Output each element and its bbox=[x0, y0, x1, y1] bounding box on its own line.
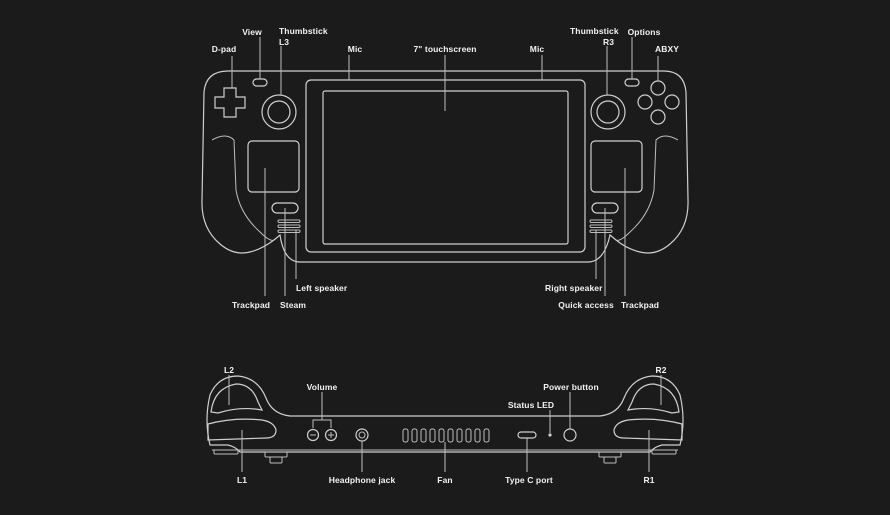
top-callout-lines bbox=[228, 375, 662, 472]
label-trackpad-right: Trackpad bbox=[620, 300, 660, 310]
label-r1: R1 bbox=[643, 475, 655, 485]
left-stick-nub bbox=[264, 451, 288, 458]
label-thumbstick-r3: Thumbstick R3 bbox=[570, 26, 619, 48]
right-thumbstick-inner bbox=[596, 100, 620, 124]
label-type-c-port: Type C port bbox=[505, 475, 553, 485]
right-stick-nub bbox=[598, 451, 622, 458]
left-thumbstick-inner bbox=[267, 100, 291, 124]
volume-down-shape bbox=[306, 428, 320, 442]
label-touchscreen: 7" touchscreen bbox=[413, 44, 477, 54]
top-body-outline bbox=[206, 375, 684, 453]
label-l1: L1 bbox=[236, 475, 248, 485]
label-fan: Fan bbox=[437, 475, 453, 485]
fan-vents bbox=[402, 428, 490, 443]
r2-trigger-shape bbox=[626, 383, 680, 414]
left-grip-contour bbox=[211, 135, 275, 241]
label-volume: Volume bbox=[306, 382, 338, 392]
label-thumbstick-l3-line2: L3 bbox=[279, 37, 290, 47]
label-mic-left: Mic bbox=[347, 44, 363, 54]
label-trackpad-left: Trackpad bbox=[231, 300, 271, 310]
left-stick-nub-base bbox=[269, 456, 283, 464]
type-c-port-shape bbox=[517, 431, 537, 439]
label-view: View bbox=[242, 27, 262, 37]
label-quick-access: Quick access bbox=[558, 300, 614, 310]
right-speaker-grille bbox=[589, 219, 613, 233]
label-mic-right: Mic bbox=[529, 44, 545, 54]
device-body-outline bbox=[201, 70, 689, 263]
label-thumbstick-r3-line2: R3 bbox=[603, 37, 615, 47]
label-thumbstick-r3-line1: Thumbstick bbox=[570, 26, 619, 36]
label-thumbstick-l3-line1: Thumbstick bbox=[279, 26, 328, 36]
touchscreen-panel bbox=[322, 90, 569, 245]
label-power-button: Power button bbox=[543, 382, 599, 392]
label-l2: L2 bbox=[223, 365, 235, 375]
right-stick-nub-base bbox=[603, 456, 617, 464]
label-r2: R2 bbox=[655, 365, 667, 375]
r1-bumper-shape bbox=[613, 418, 683, 441]
l1-bumper-shape bbox=[207, 418, 277, 441]
label-left-speaker: Left speaker bbox=[296, 283, 348, 293]
left-speaker-grille bbox=[277, 219, 301, 233]
button-x-shape bbox=[637, 94, 653, 110]
front-view bbox=[201, 37, 689, 296]
power-button-shape bbox=[563, 428, 577, 442]
right-trackpad-shape bbox=[590, 140, 643, 193]
dpad-icon bbox=[214, 87, 246, 118]
label-abxy: ABXY bbox=[654, 44, 680, 54]
right-foot bbox=[651, 449, 677, 455]
volume-up-shape bbox=[324, 428, 338, 442]
front-callout-lines bbox=[231, 37, 659, 296]
label-steam: Steam bbox=[279, 300, 307, 310]
button-y-shape bbox=[650, 80, 666, 96]
top-view bbox=[206, 375, 684, 472]
options-button-shape bbox=[624, 78, 640, 87]
label-right-speaker: Right speaker bbox=[545, 283, 603, 293]
label-dpad: D-pad bbox=[211, 44, 237, 54]
label-options: Options bbox=[627, 27, 661, 37]
label-headphone-jack: Headphone jack bbox=[328, 475, 396, 485]
left-trackpad-shape bbox=[247, 140, 300, 193]
right-thumbstick-outer bbox=[590, 94, 626, 130]
view-button-shape bbox=[252, 78, 268, 87]
button-a-shape bbox=[650, 109, 666, 125]
left-thumbstick-outer bbox=[261, 94, 297, 130]
label-status-led: Status LED bbox=[507, 400, 555, 410]
right-grip-contour bbox=[615, 135, 679, 241]
label-thumbstick-l3: Thumbstick L3 bbox=[279, 26, 328, 48]
button-b-shape bbox=[664, 94, 680, 110]
l2-trigger-shape bbox=[210, 383, 264, 414]
headphone-jack-shape bbox=[355, 428, 369, 442]
left-foot bbox=[213, 449, 239, 455]
status-led-shape bbox=[548, 433, 552, 437]
